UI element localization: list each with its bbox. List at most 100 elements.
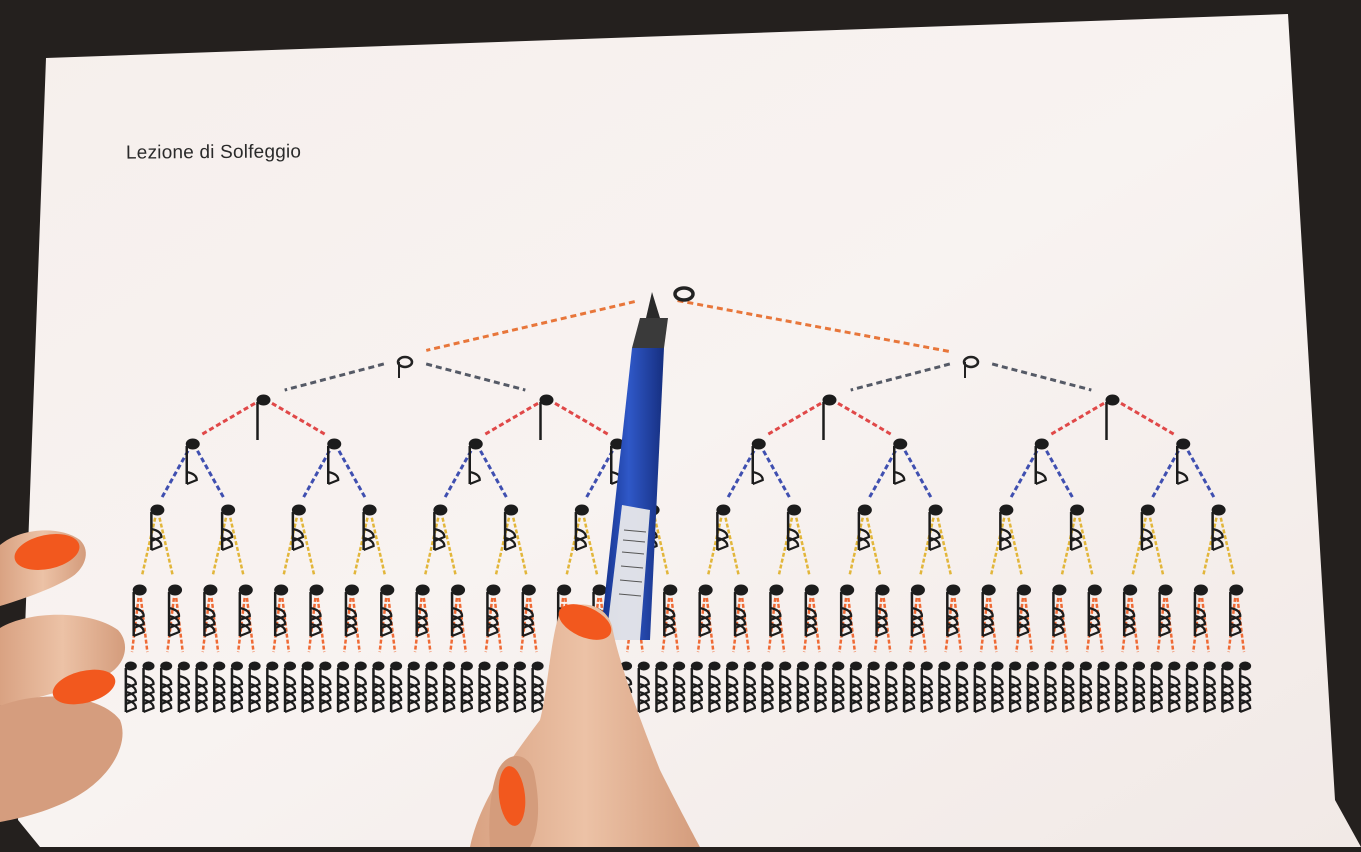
tree-connector (271, 401, 327, 437)
note-hemidemisemiquaver (213, 661, 226, 714)
tree-connector (837, 401, 893, 437)
nail-4 (498, 766, 526, 826)
tree-connector (512, 517, 528, 577)
note-semiquaver (999, 504, 1014, 552)
note-hemidemisemiquaver (832, 661, 845, 714)
note-hemidemisemiquaver (761, 661, 774, 714)
tree-connector (370, 517, 387, 577)
tree-connector (865, 517, 882, 577)
note-hemidemisemiquaver (1008, 661, 1022, 714)
pen-label (606, 505, 650, 640)
note-hemidemisemiquaver (177, 661, 191, 714)
tree-connector (585, 450, 614, 498)
tree-connector (200, 401, 256, 437)
tree-connector (196, 450, 225, 498)
note-hemidemisemiquaver (814, 661, 827, 714)
note-semiquaver (786, 504, 802, 552)
note-hemidemisemiquaver (124, 661, 137, 714)
note-demisemiquaver (203, 584, 218, 638)
nail-2 (52, 669, 116, 705)
note-hemidemisemiquaver (496, 661, 509, 714)
tree-connector (352, 517, 369, 577)
tree-connector (1078, 517, 1094, 577)
note-hemidemisemiquaver (319, 661, 332, 714)
note-hemidemisemiquaver (283, 661, 297, 714)
note-semiquaver (716, 504, 731, 552)
note-demisemiquaver (981, 584, 996, 638)
note-hemidemisemiquaver (885, 661, 898, 714)
note-demisemiquaver (309, 584, 324, 638)
note-demisemiquaver (1016, 584, 1032, 638)
note-quaver (893, 438, 908, 486)
note-demisemiquaver (344, 584, 359, 638)
tree-connector (724, 517, 741, 577)
tree-connector (479, 450, 508, 498)
tree-connector (1201, 517, 1218, 577)
tree-connector (1045, 450, 1074, 498)
tree-connector (423, 517, 440, 577)
blue-pen (600, 292, 668, 640)
tree-connector (706, 517, 723, 577)
note-semibreve (673, 286, 695, 302)
tree-connector (677, 299, 950, 353)
note-hemidemisemiquaver (159, 661, 173, 714)
note-quaver (327, 438, 342, 486)
note-demisemiquaver (238, 584, 253, 638)
note-demisemiquaver (1229, 584, 1244, 638)
note-hemidemisemiquaver (708, 661, 721, 714)
note-hemidemisemiquaver (1044, 661, 1057, 714)
note-demisemiquaver (450, 584, 466, 638)
note-demisemiquaver (804, 584, 819, 638)
note-hemidemisemiquaver (1203, 661, 1216, 714)
tree-connector (483, 401, 539, 437)
note-hemidemisemiquaver (938, 661, 951, 714)
note-semiquaver (1211, 504, 1226, 552)
note-hemidemisemiquaver (725, 661, 739, 714)
pen-tip (646, 292, 660, 318)
tree-connector (554, 401, 610, 437)
paper-sheet (18, 14, 1361, 847)
left-hand (0, 530, 126, 822)
note-semiquaver (503, 504, 519, 552)
note-hemidemisemiquaver (920, 661, 933, 714)
note-demisemiquaver (698, 584, 713, 638)
tree-connector (868, 450, 897, 498)
note-minim (962, 355, 980, 378)
note-demisemiquaver (167, 584, 183, 638)
tree-connector (1186, 450, 1216, 498)
note-hemidemisemiquaver (637, 661, 650, 714)
note-semiquaver (574, 504, 589, 552)
note-hemidemisemiquaver (1115, 661, 1128, 714)
tree-connector (284, 362, 385, 392)
tree-connector (229, 517, 245, 577)
note-quaver (1176, 438, 1191, 486)
note-hemidemisemiquaver (460, 661, 474, 714)
tree-connector (1007, 517, 1024, 577)
tree-connector (337, 450, 367, 498)
note-quaver (751, 438, 766, 486)
note-hemidemisemiquaver (1026, 661, 1040, 714)
note-semiquaver (150, 504, 165, 552)
tree-connector (1151, 450, 1180, 498)
tree-connector (1009, 450, 1039, 498)
tree-connector (653, 517, 670, 577)
note-hemidemisemiquaver (230, 661, 244, 714)
note-demisemiquaver (733, 584, 749, 638)
note-semiquaver (1140, 504, 1155, 552)
note-hemidemisemiquaver (779, 661, 792, 714)
note-demisemiquaver (1087, 584, 1102, 638)
note-hemidemisemiquaver (1062, 661, 1075, 714)
tree-connector (302, 450, 331, 498)
note-crotchet (539, 394, 554, 440)
note-hemidemisemiquaver (743, 661, 757, 714)
tree-connector (565, 517, 581, 577)
tree-connector (299, 517, 316, 577)
tree-connector (726, 450, 756, 498)
note-quaver (1034, 438, 1049, 486)
tree-connector (903, 450, 933, 498)
note-semiquaver (1069, 504, 1085, 552)
note-demisemiquaver (769, 584, 784, 638)
tree-connector (795, 517, 811, 577)
note-demisemiquaver (486, 584, 501, 638)
